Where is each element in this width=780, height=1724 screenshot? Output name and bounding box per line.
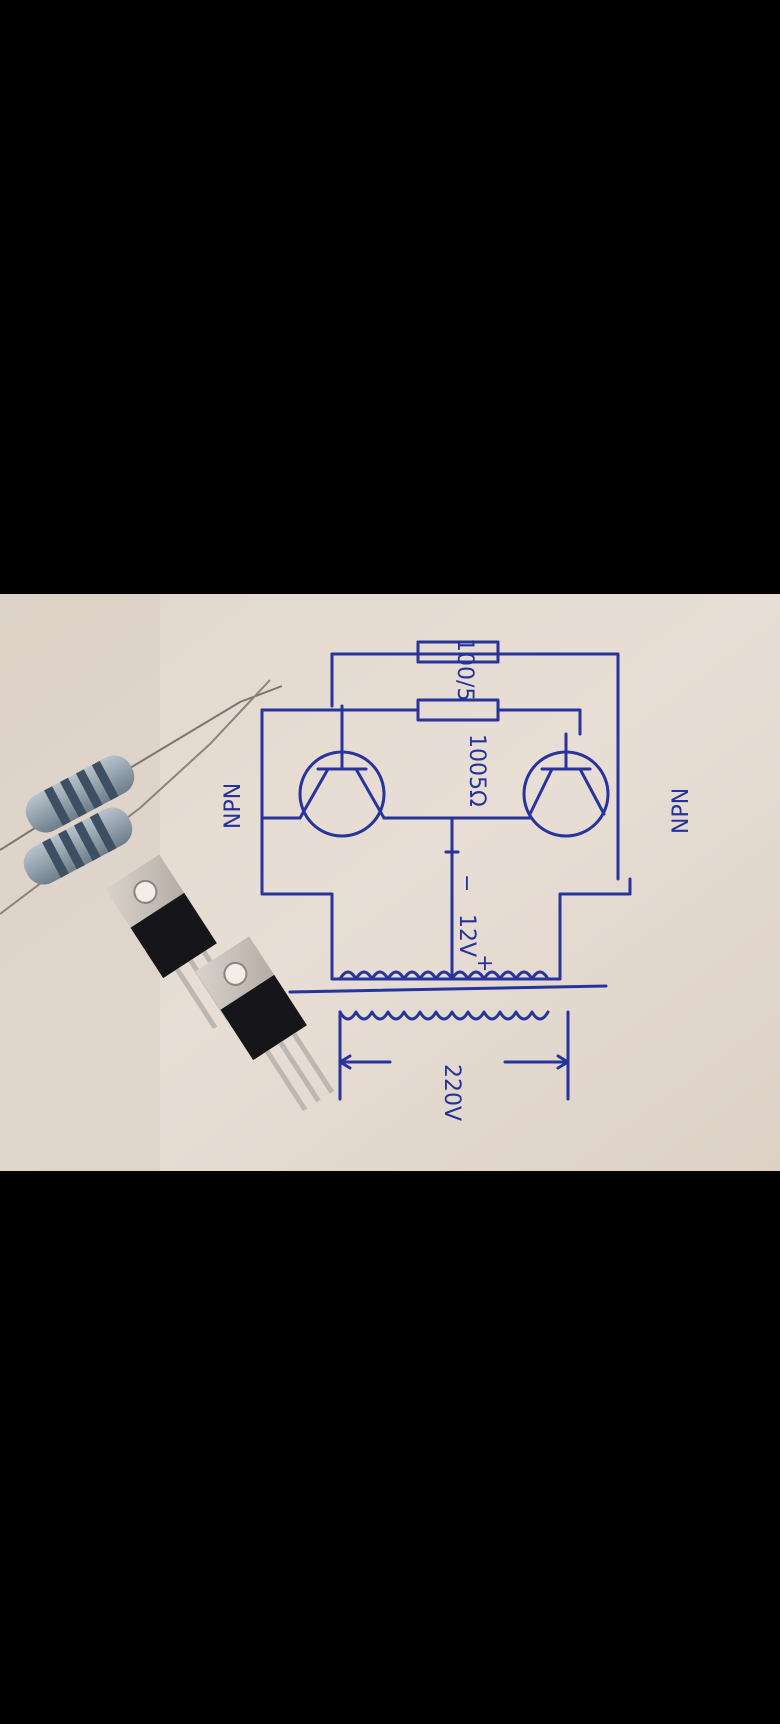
output-arrow-right [503,1054,570,1070]
transformer-core [288,984,608,994]
label-resistor-1: 100/5 [452,638,477,701]
label-resistor-2: 1005Ω [464,734,489,807]
wire-top-rail [330,652,620,881]
power-resistor-1 [25,755,135,833]
transistor-1-collector [298,767,330,820]
label-npn-bottom: NPN [669,788,694,834]
circuit-diagram [260,640,632,1101]
output-arrow-left [338,1054,392,1070]
transistor-2-emitter [578,767,606,816]
wire-outer-loop [260,708,632,981]
label-battery-minus: − [454,874,479,892]
primary-winding [338,970,550,981]
wire-r2-right [496,708,582,736]
circuit-photo: NPN NPN 100/5 1005Ω − 12V + 220V [0,594,780,1171]
power-resistor-2 [23,807,133,885]
power-transistor-2 [195,936,335,1112]
label-output-voltage: 220V [439,1064,464,1121]
photo-canvas: NPN NPN 100/5 1005Ω − 12V + 220V [0,594,780,1171]
transistor-1-emitter [354,767,386,820]
label-battery-plus: + [472,954,497,972]
resistor-1-symbol [416,640,500,664]
transistor-2-collector [528,767,554,816]
label-npn-top: NPN [221,783,246,829]
label-battery-voltage: 12V [454,914,479,957]
secondary-winding [338,1010,550,1021]
